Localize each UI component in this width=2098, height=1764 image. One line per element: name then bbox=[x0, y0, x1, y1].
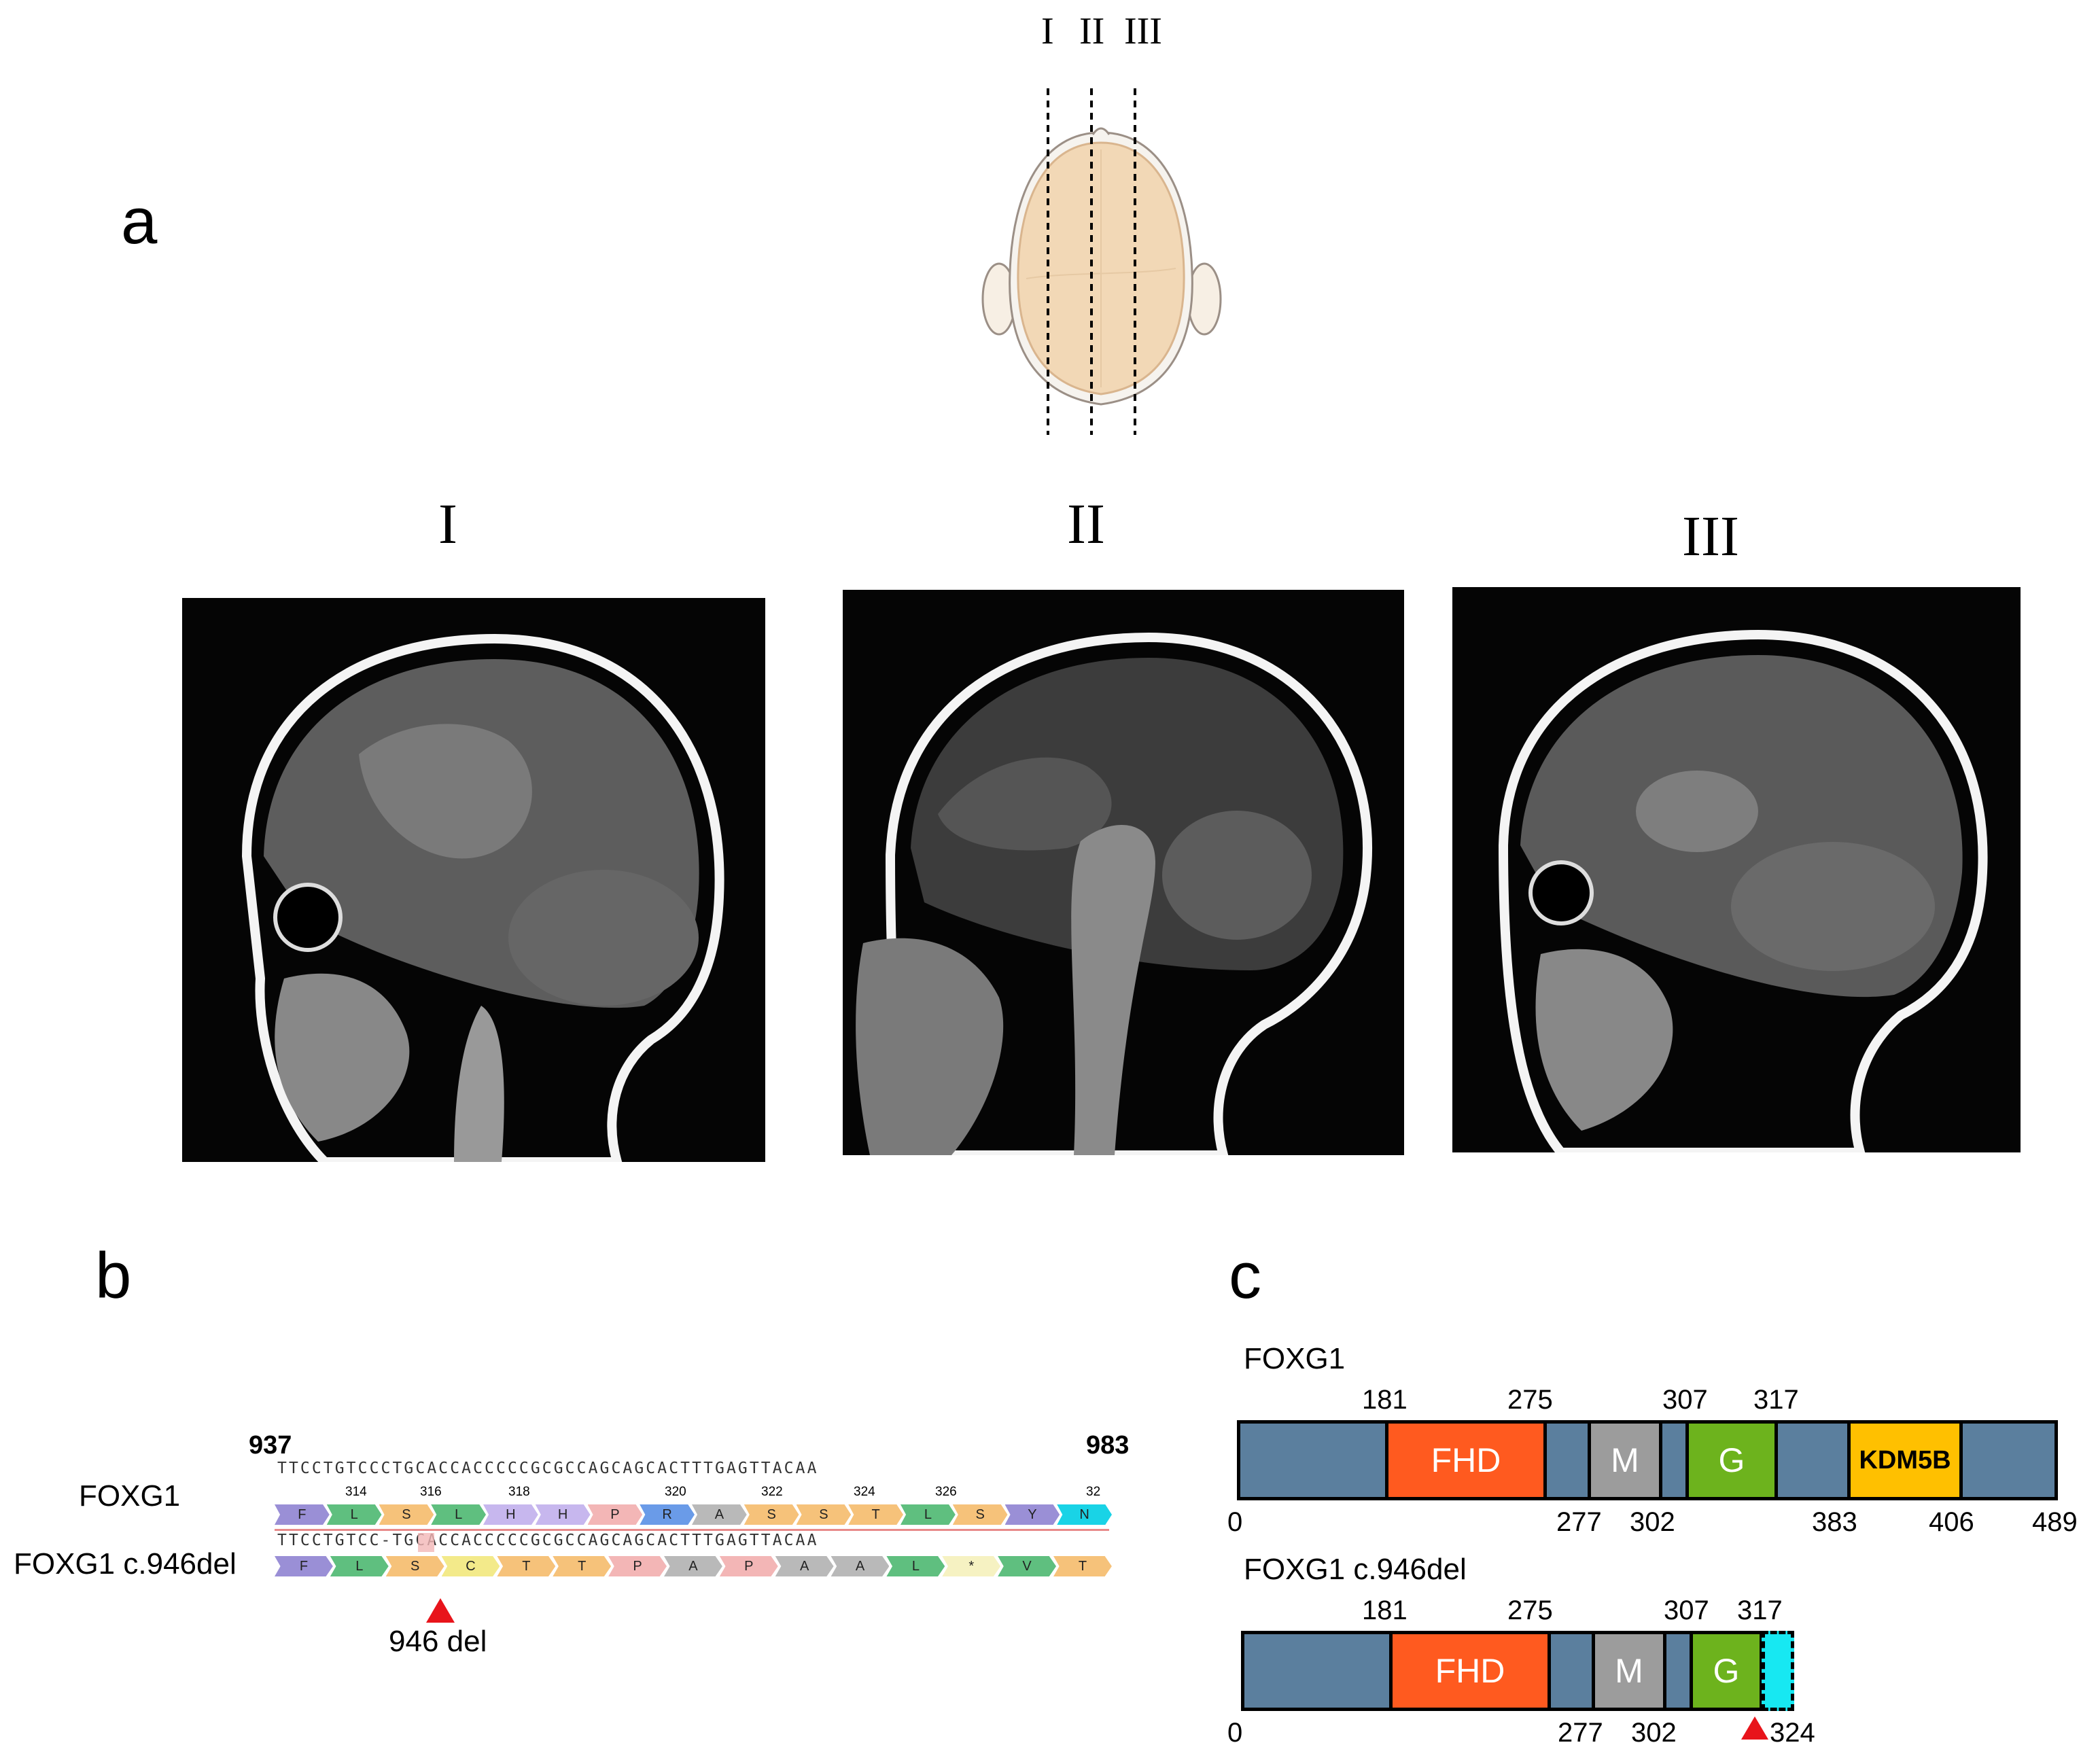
mut-pos-181: 181 bbox=[1362, 1595, 1408, 1625]
seq-end-number: 983 bbox=[1086, 1431, 1130, 1460]
wt-domain-g: G bbox=[1685, 1420, 1778, 1500]
wt-pos-317: 317 bbox=[1753, 1385, 1799, 1415]
aa-cell: L bbox=[886, 1556, 945, 1576]
aa-cell: T bbox=[1053, 1556, 1112, 1576]
wt-pos-302: 302 bbox=[1630, 1507, 1675, 1537]
mut-pos-307: 307 bbox=[1664, 1595, 1709, 1625]
mut-pos-317: 317 bbox=[1737, 1595, 1783, 1625]
seq-start-number: 937 bbox=[249, 1431, 292, 1460]
aa-cell: S bbox=[379, 1504, 434, 1525]
seq-row2-label: FOXG1 c.946del bbox=[14, 1547, 237, 1581]
aa-cell: P bbox=[608, 1556, 667, 1576]
slice-mark-i: I bbox=[1041, 10, 1054, 52]
wt-pos-307: 307 bbox=[1662, 1385, 1708, 1415]
aa-cell: H bbox=[483, 1504, 538, 1525]
mut-pos-0: 0 bbox=[1227, 1718, 1243, 1748]
wt-pos-275: 275 bbox=[1507, 1385, 1553, 1415]
aa-cell: L bbox=[326, 1504, 382, 1525]
aa-cell: L bbox=[901, 1504, 956, 1525]
aa-position: 322 bbox=[761, 1485, 783, 1499]
aa-cell: T bbox=[848, 1504, 903, 1525]
aa-cell: S bbox=[385, 1556, 444, 1576]
deletion-arrow-icon bbox=[426, 1598, 455, 1623]
wt-pos-0: 0 bbox=[1227, 1507, 1243, 1537]
aa-cell: A bbox=[692, 1504, 747, 1525]
aa-position: 318 bbox=[508, 1485, 530, 1499]
wt-pos-277: 277 bbox=[1556, 1507, 1602, 1537]
mut-domain-m: M bbox=[1592, 1631, 1666, 1711]
aa-position: 314 bbox=[345, 1485, 367, 1499]
aa-cell: A bbox=[775, 1556, 834, 1576]
mut-pos-275: 275 bbox=[1507, 1595, 1553, 1625]
aa-position: 326 bbox=[935, 1485, 957, 1499]
aa-cell: T bbox=[497, 1556, 556, 1576]
mri-image-iii bbox=[1452, 587, 2021, 1152]
mut-frameshift-tail bbox=[1762, 1631, 1794, 1711]
wt-pos-406: 406 bbox=[1929, 1507, 1974, 1537]
mri-image-ii bbox=[843, 590, 1404, 1155]
wt-pos-489: 489 bbox=[2032, 1507, 2078, 1537]
track-divider bbox=[275, 1529, 1109, 1531]
slice-mark-ii: II bbox=[1079, 10, 1105, 52]
aa-cell: * bbox=[942, 1556, 1001, 1576]
aa-cell: V bbox=[998, 1556, 1057, 1576]
mri-label-ii: II bbox=[1067, 493, 1105, 556]
aa-cell: N bbox=[1057, 1504, 1112, 1525]
aa-cell: F bbox=[275, 1556, 333, 1576]
reference-dna-sequence: TTCCTGTCCCTGCACCACCCCCGCGCCAGCAGCACTTTGA… bbox=[277, 1460, 819, 1477]
mutation-site-arrow-icon bbox=[1741, 1716, 1768, 1740]
reference-aa-track: F L S L H H P R A S S T L S Y N bbox=[275, 1504, 1112, 1525]
wt-domain-kdm5b: KDM5B bbox=[1847, 1420, 1963, 1500]
aa-cell: L bbox=[330, 1556, 389, 1576]
mri-image-i bbox=[182, 598, 765, 1162]
mut-domain-fhd: FHD bbox=[1389, 1631, 1551, 1711]
mut-domain-g: G bbox=[1690, 1631, 1763, 1711]
aa-position: 316 bbox=[420, 1485, 442, 1499]
aa-cell: F bbox=[275, 1504, 330, 1525]
aa-cell: A bbox=[831, 1556, 890, 1576]
aa-position: 320 bbox=[665, 1485, 686, 1499]
aa-cell: P bbox=[587, 1504, 643, 1525]
aa-cell: P bbox=[719, 1556, 778, 1576]
aa-cell: S bbox=[796, 1504, 852, 1525]
mut-pos-324: 324 bbox=[1770, 1718, 1815, 1748]
wt-domain-fhd: FHD bbox=[1385, 1420, 1547, 1500]
aa-cell: T bbox=[553, 1556, 612, 1576]
slice-mark-iii: III bbox=[1124, 10, 1162, 52]
aa-cell: H bbox=[535, 1504, 591, 1525]
wt-pos-181: 181 bbox=[1362, 1385, 1408, 1415]
panel-c-letter: c bbox=[1229, 1239, 1261, 1312]
aa-cell: S bbox=[744, 1504, 799, 1525]
panel-b-letter: b bbox=[95, 1239, 132, 1312]
wt-domain-m: M bbox=[1588, 1420, 1662, 1500]
aa-cell: S bbox=[952, 1504, 1008, 1525]
wt-protein-label: FOXG1 bbox=[1244, 1342, 1346, 1375]
mut-pos-302: 302 bbox=[1631, 1718, 1677, 1748]
aa-position: 324 bbox=[854, 1485, 875, 1499]
mut-protein-label: FOXG1 c.946del bbox=[1244, 1553, 1467, 1586]
aa-cell: A bbox=[664, 1556, 722, 1576]
aa-cell: R bbox=[640, 1504, 695, 1525]
aa-cell: L bbox=[431, 1504, 486, 1525]
deletion-label: 946 del bbox=[389, 1625, 487, 1658]
aa-cell: C bbox=[441, 1556, 500, 1576]
mut-pos-277: 277 bbox=[1558, 1718, 1603, 1748]
mutant-aa-track: F L S C T T P A P A A L * V T bbox=[275, 1556, 1112, 1576]
head-top-view-diagram bbox=[981, 88, 1222, 435]
mutant-dna-sequence: TTCCTGTCC-TGCACCACCCCCGCGCCAGCAGCACTTTGA… bbox=[277, 1532, 819, 1549]
mri-label-iii: III bbox=[1682, 505, 1739, 568]
panel-a-letter: a bbox=[121, 185, 158, 258]
deletion-highlight bbox=[418, 1533, 434, 1552]
wt-pos-383: 383 bbox=[1812, 1507, 1857, 1537]
seq-row1-label: FOXG1 bbox=[79, 1479, 181, 1513]
aa-position-numbers: 314 316 318 320 322 324 326 32 bbox=[277, 1485, 1106, 1502]
mri-label-i: I bbox=[438, 493, 457, 556]
aa-cell: Y bbox=[1004, 1504, 1060, 1525]
aa-position: 32 bbox=[1086, 1485, 1101, 1499]
